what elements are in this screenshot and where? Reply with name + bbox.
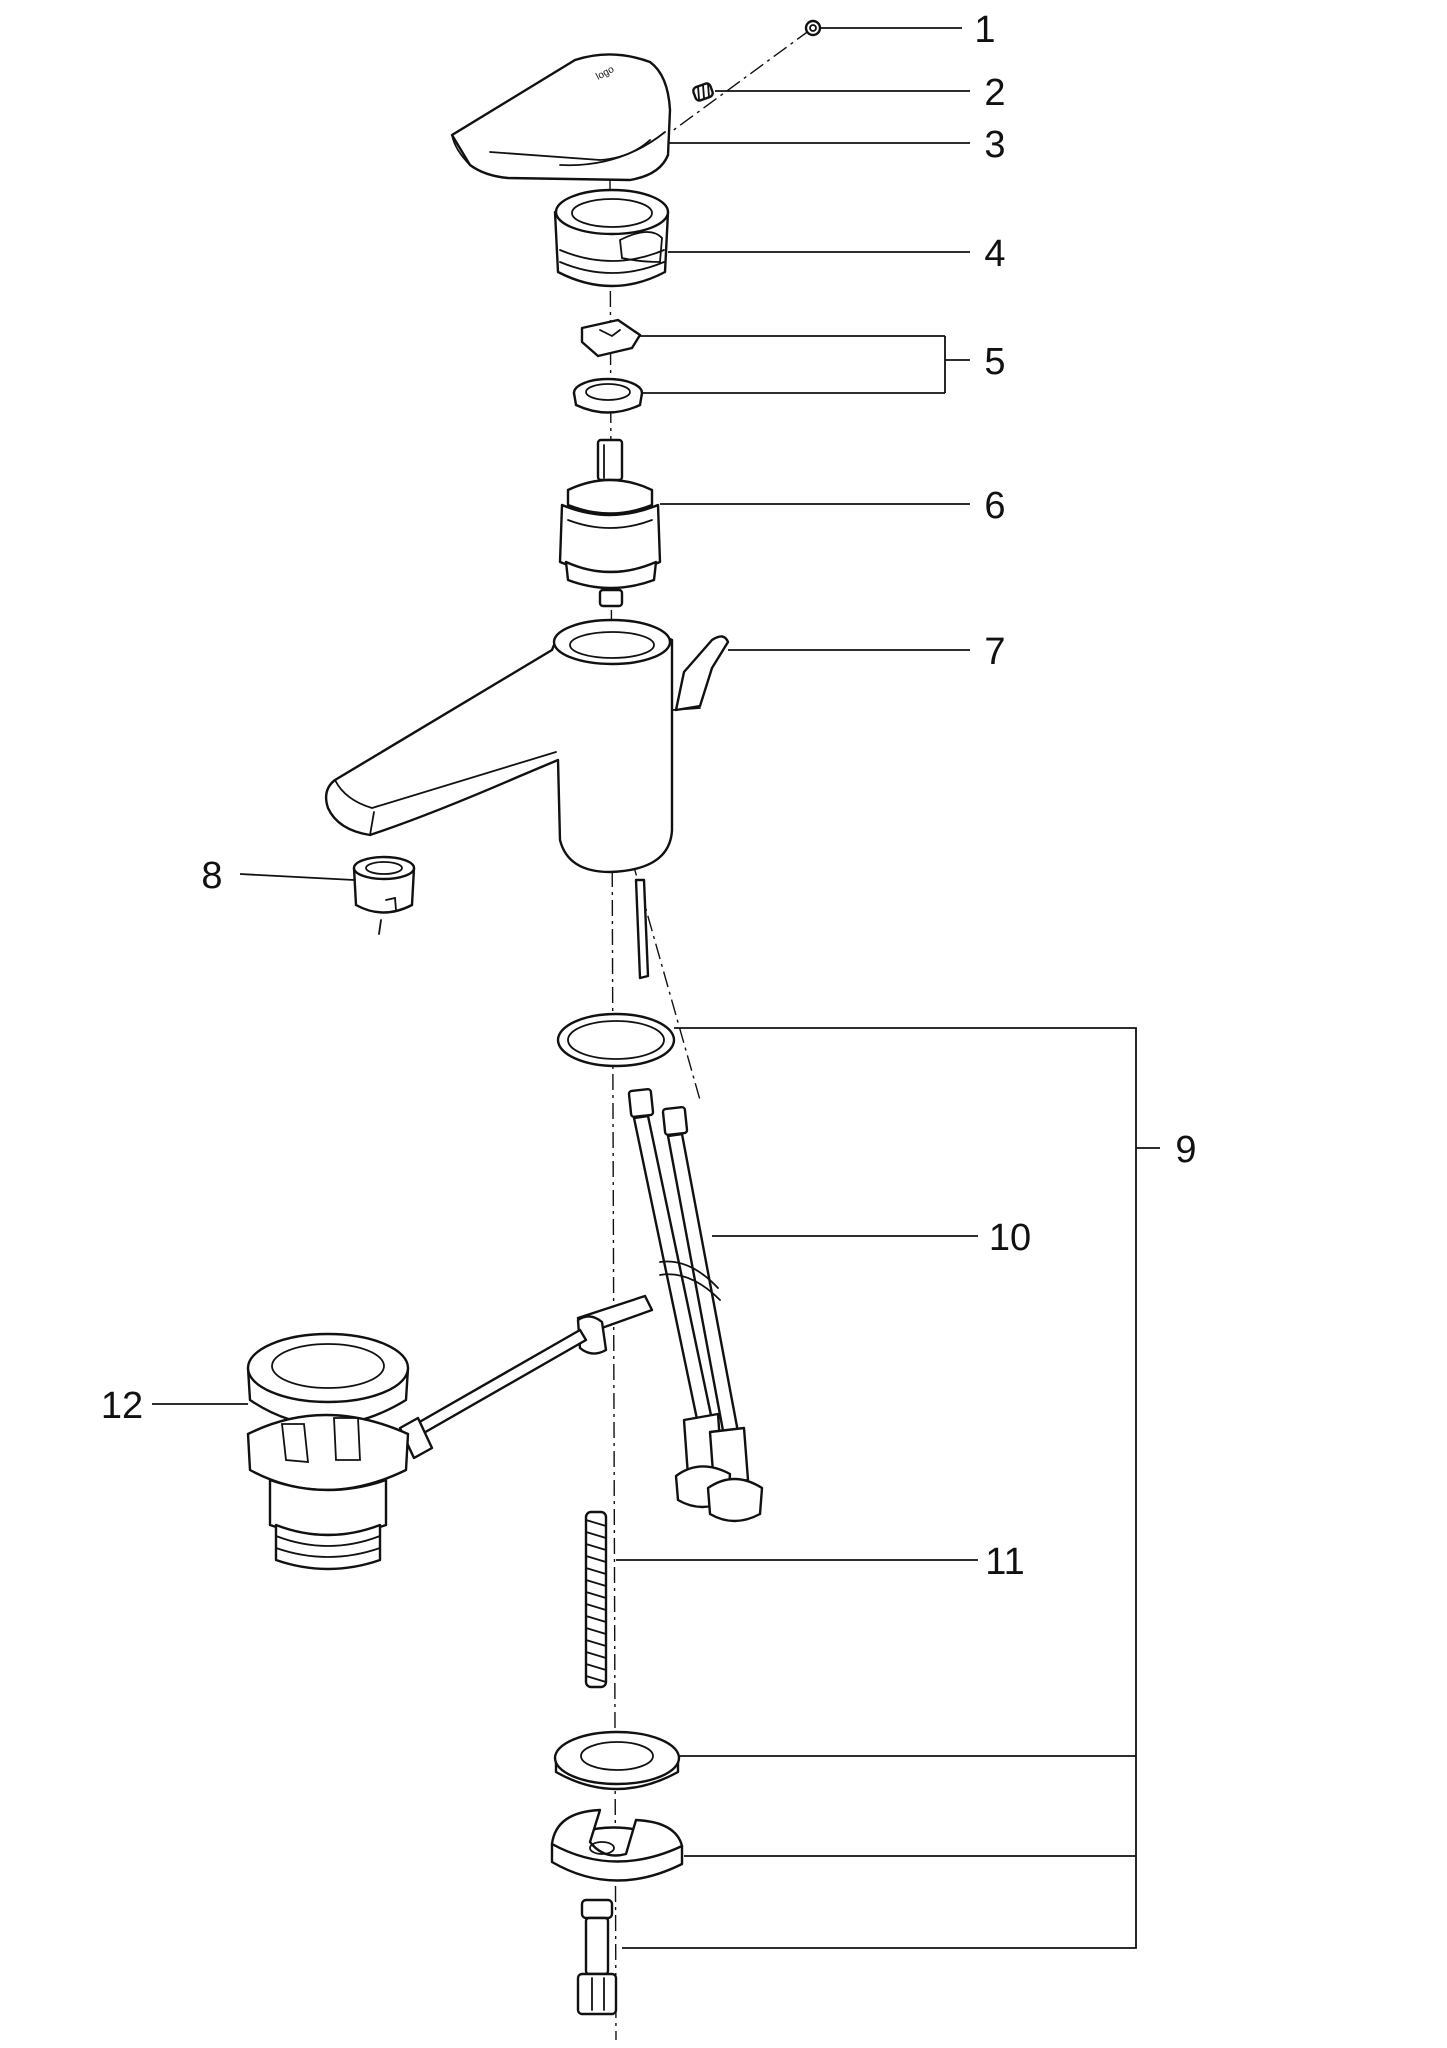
callout-4: 4 — [984, 233, 1005, 275]
callout-1: 1 — [974, 9, 995, 51]
part-9-fixing-nut — [576, 1898, 618, 2016]
part-11-threaded-stud — [584, 1510, 608, 1689]
callout-10: 10 — [989, 1217, 1031, 1259]
callout-7: 7 — [984, 631, 1005, 673]
callout-8: 8 — [201, 855, 222, 897]
callout-5: 5 — [984, 341, 1005, 383]
part-6-cartridge — [558, 438, 662, 608]
part-7-faucet-body — [324, 618, 730, 980]
part-8-aerator — [352, 855, 416, 935]
callout-9: 9 — [1175, 1129, 1196, 1171]
callout-12: 12 — [101, 1385, 143, 1427]
center-axis-main — [609, 174, 617, 2041]
part-3-lever-handle: logo — [450, 53, 672, 182]
callout-11: 11 — [985, 1541, 1024, 1583]
part-4-cap-nut — [553, 188, 670, 288]
callout-2: 2 — [984, 72, 1005, 114]
part-1-screw — [804, 19, 822, 37]
part-9-horseshoe-plate — [550, 1808, 684, 1882]
part-9-o-ring — [556, 1012, 676, 1068]
callouts: 1 2 3 4 5 6 7 8 9 10 11 12 — [101, 9, 1197, 1583]
callout-6: 6 — [984, 485, 1005, 527]
callout-3: 3 — [984, 124, 1005, 166]
part-2-grub-screw — [692, 82, 714, 102]
part-12-pop-up-waste — [246, 1294, 654, 1571]
part-5-clip-and-ring — [572, 318, 644, 414]
axis-set-screw — [659, 29, 811, 141]
part-9-washer — [553, 1730, 681, 1791]
leader-lines — [152, 27, 1160, 1949]
part-10-flexible-hoses — [627, 1088, 764, 1523]
